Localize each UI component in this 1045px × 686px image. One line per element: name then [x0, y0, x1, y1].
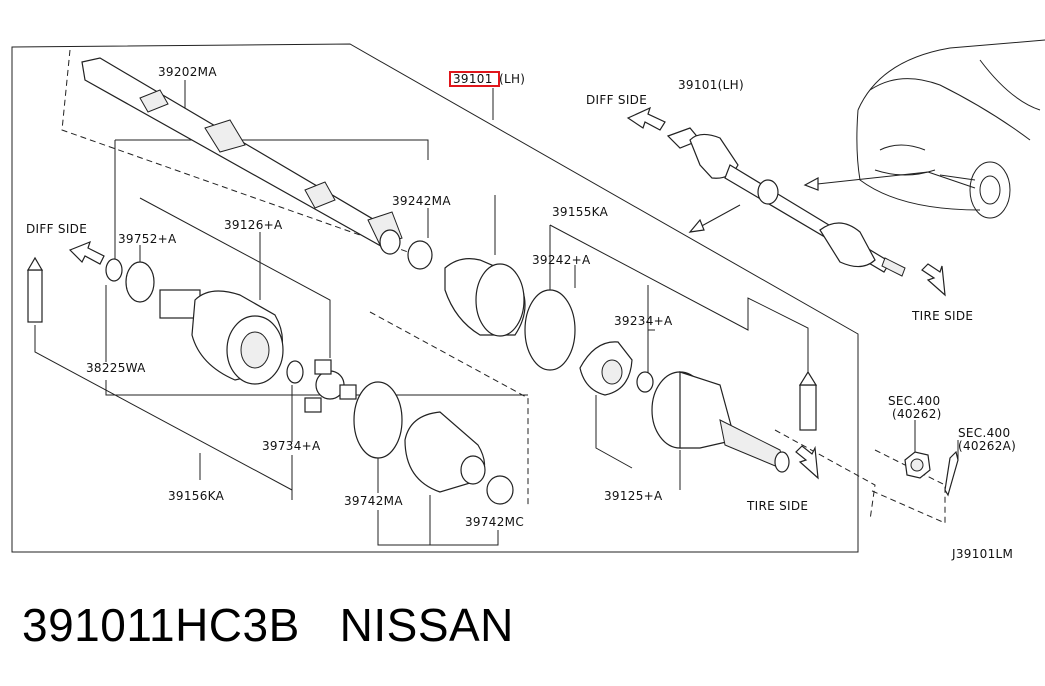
stopper-pin-right	[798, 370, 818, 431]
label-39742MA: 39742MA	[344, 494, 403, 508]
arrow-pointer-main	[697, 204, 741, 229]
assembly-outline	[11, 43, 859, 553]
brand-name: NISSAN	[339, 599, 514, 651]
snap-ring-38225	[105, 258, 123, 282]
cotter-pin-40262A	[944, 450, 959, 497]
snap-ring-39234	[636, 371, 654, 393]
label-39101-right: 39101(LH)	[678, 78, 744, 92]
label-diff-side-top: DIFF SIDE	[586, 93, 647, 107]
drive-shaft	[81, 57, 403, 255]
band-39242A	[524, 289, 576, 371]
arrow-pointer-car	[807, 171, 929, 186]
label-diagram-code: J39101LM	[951, 547, 1013, 561]
label-sec400-a: SEC.400	[888, 394, 940, 408]
label-tire-side-mid: TIRE SIDE	[746, 499, 808, 513]
arrow-tire-side-mid	[795, 445, 819, 480]
label-39125A: 39125+A	[604, 489, 663, 503]
dashed-guide-upper	[61, 49, 426, 259]
car-pointer-line	[927, 171, 976, 189]
clamp-39742MC	[486, 475, 514, 505]
tripod-joint	[304, 359, 357, 413]
dashed-guide-lower	[369, 311, 529, 508]
inner-race	[579, 341, 633, 396]
arrow-diff-side-left	[68, 240, 105, 265]
arrow-head-main	[688, 218, 705, 233]
highlight-box	[449, 71, 500, 87]
boot-39742MA	[404, 411, 486, 493]
nut-40262	[904, 451, 931, 479]
label-39156KA: 39156KA	[168, 489, 225, 503]
label-40262A: (40262A)	[958, 439, 1016, 453]
clamp-39242MA	[407, 240, 433, 270]
label-40262: (40262)	[892, 407, 942, 421]
label-sec400-b: SEC.400	[958, 426, 1010, 440]
car-silhouette	[856, 39, 1045, 219]
label-39101-suffix: (LH)	[499, 72, 525, 86]
label-39752A: 39752+A	[118, 232, 177, 246]
footer-caption: 391011HC3B NISSAN	[22, 598, 514, 652]
label-39101-highlight: 39101	[453, 72, 493, 86]
boot-39155KA	[444, 258, 526, 337]
label-38225WA: 38225WA	[86, 361, 146, 375]
label-39242MA: 39242MA	[392, 194, 451, 208]
label-39234A: 39234+A	[614, 314, 673, 328]
label-39126A: 39126+A	[224, 218, 283, 232]
label-39742MC: 39742MC	[465, 515, 524, 529]
shaft-assembly-right	[666, 127, 906, 277]
band-39742	[353, 381, 403, 459]
joint-housing-39126	[159, 289, 284, 385]
label-39202MA: 39202MA	[158, 65, 217, 79]
ring-39734	[286, 360, 304, 384]
arrow-tire-side-right	[921, 263, 946, 297]
label-39242A: 39242+A	[532, 253, 591, 267]
arrow-head-car	[803, 176, 819, 191]
part-number: 391011HC3B	[22, 599, 300, 651]
label-39734A: 39734+A	[262, 439, 321, 453]
ring-39752	[125, 261, 155, 303]
arrow-diff-side-top	[626, 106, 666, 131]
stopper-pin	[26, 256, 44, 323]
label-diff-side-left: DIFF SIDE	[26, 222, 87, 236]
caption-spacer	[300, 599, 340, 651]
outer-cv-joint	[651, 371, 790, 473]
dashed-guide-right	[774, 429, 876, 521]
label-tire-side-right: TIRE SIDE	[911, 309, 973, 323]
label-39155KA: 39155KA	[552, 205, 609, 219]
